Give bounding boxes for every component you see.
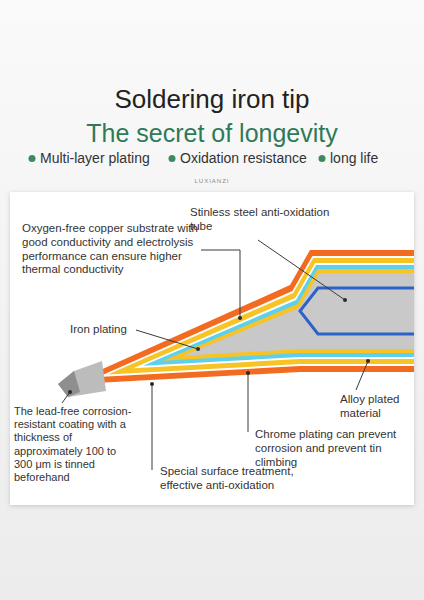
callout: Special surface treatment, effective ant… — [160, 465, 310, 493]
leader-line — [136, 330, 198, 349]
leader-dot — [343, 298, 347, 302]
plating-layer — [133, 263, 414, 368]
callout: Oxygen-free copper substrate with good c… — [22, 222, 198, 277]
plating-layer — [98, 256, 414, 377]
bullet-dot — [319, 155, 326, 162]
plating-layer — [163, 269, 414, 361]
tinned-tip — [58, 361, 106, 397]
callout: Alloy plated material — [340, 393, 410, 421]
title: Soldering iron tip — [0, 84, 424, 115]
plating-layer — [143, 265, 414, 366]
feature-bullet: long life — [330, 150, 378, 167]
leader-dot — [150, 382, 154, 386]
leader-line — [201, 250, 240, 318]
subtitle: The secret of longevity — [0, 118, 424, 148]
leader-line — [356, 361, 368, 390]
plating-layer — [108, 258, 414, 374]
steel-tube — [300, 288, 414, 334]
callout: Stinless steel anti-oxidation tube — [190, 206, 330, 234]
bullet-dot — [169, 155, 176, 162]
callout: The lead-free corrosion-resistant coatin… — [14, 405, 134, 484]
leader-dot — [196, 347, 200, 351]
leader-line — [258, 240, 345, 300]
leader-line — [62, 392, 70, 403]
feature-bullet: Multi-layer plating — [40, 150, 150, 167]
leader-dot — [246, 371, 250, 375]
callout: Chrome plating can prevent corrosion and… — [255, 428, 410, 469]
chisel-face — [58, 371, 80, 397]
plating-layer — [183, 273, 414, 356]
watermark: LUXIANZI — [0, 178, 424, 185]
callout: Iron plating — [70, 323, 127, 337]
leader-dot — [238, 316, 242, 320]
leader-line — [152, 384, 153, 470]
bullet-dot — [29, 155, 36, 162]
leader-dot — [366, 359, 370, 363]
leader-line — [248, 373, 249, 432]
leader-dot — [68, 390, 72, 394]
feature-bullet: Oxidation resistance — [180, 150, 307, 167]
